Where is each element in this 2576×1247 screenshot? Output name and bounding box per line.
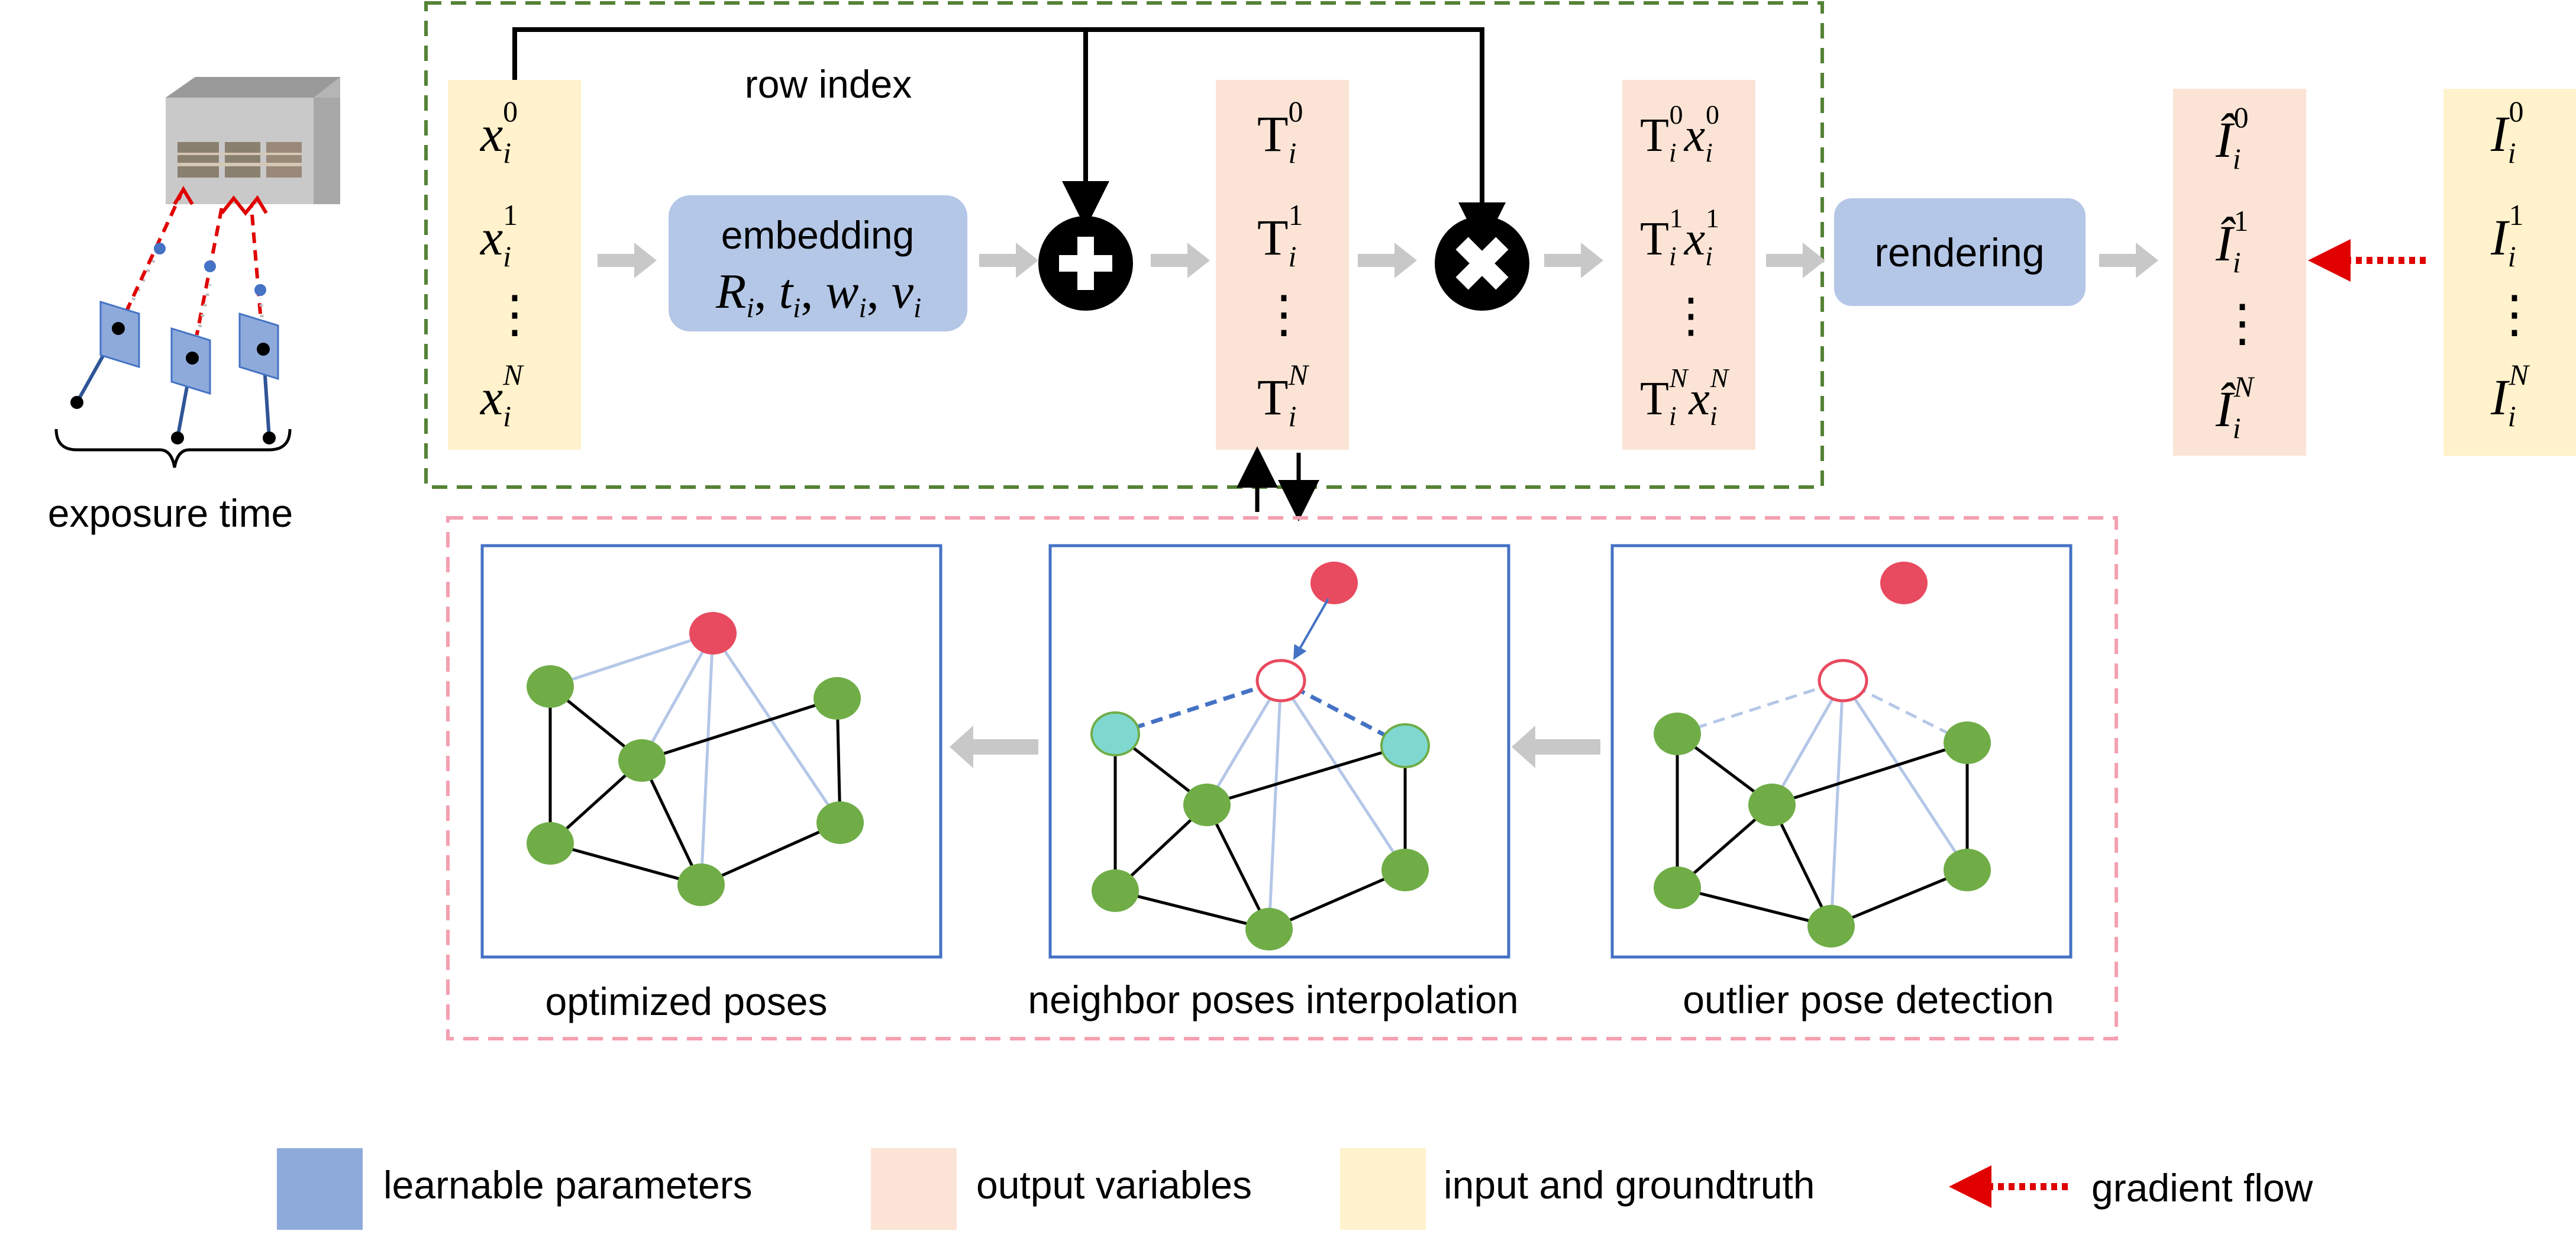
embedding-title: embedding	[721, 213, 915, 257]
pose-exchange-arrows	[1237, 446, 1319, 521]
x0-sub: i	[503, 136, 511, 169]
legend: learnable parameters output variables in…	[277, 1148, 2313, 1230]
legend-swatch-output	[871, 1148, 957, 1230]
Ihat-column-vdots: ⋮	[2217, 295, 2268, 352]
camera-frames	[70, 243, 279, 444]
svg-text:xi0: xi 0	[479, 95, 518, 169]
row-index-label: row index	[745, 62, 912, 106]
embedding-params: Ri, ti, wi, vi	[715, 264, 921, 324]
legend-label-gradient: gradient flow	[2091, 1166, 2313, 1210]
xN-sub: i	[503, 399, 511, 433]
outlier-detection-label: outlier pose detection	[1683, 978, 2054, 1022]
exposure-brace	[54, 428, 292, 468]
arrow-multiply-to-Tx	[1544, 243, 1603, 278]
svg-text:xiN: xiN	[479, 358, 524, 433]
T-column-vdots: ⋮	[1258, 286, 1309, 343]
x-column	[448, 80, 581, 450]
arrow-outlier-to-interp	[1512, 726, 1600, 768]
svg-text:TiN: TiN	[1257, 358, 1309, 433]
arrow-interp-to-optimized	[950, 726, 1038, 768]
Tx-column	[1622, 80, 1755, 450]
param-v: v	[892, 264, 914, 319]
x1-sup: 1	[503, 198, 518, 231]
x-column-vdots: ⋮	[489, 286, 540, 343]
svg-text:Ti0: Ti0	[1257, 95, 1303, 169]
svg-text:IiN: IiN	[2490, 358, 2530, 433]
legend-label-input: input and groundtruth	[1444, 1163, 1815, 1207]
legend-label-output: output variables	[976, 1163, 1252, 1207]
scene-illustration: exposure time	[48, 77, 340, 535]
interpolation-pose-graph	[1090, 562, 1430, 950]
building-icon	[166, 77, 340, 204]
svg-text:Ti1xi1: Ti1xi1	[1640, 203, 1719, 271]
x0-sup: 0	[503, 95, 518, 128]
outlier-pose-graph	[1654, 562, 1991, 948]
T-column-symbols: Ti0 Ti1 ⋮ TiN	[1257, 95, 1309, 433]
x0-base: x	[479, 105, 503, 162]
xN-sup: N	[502, 358, 524, 391]
row-index-connectors	[512, 27, 1506, 250]
x1-base: x	[479, 209, 503, 266]
Ihat-column	[2173, 89, 2306, 456]
Tx-column-symbols: Ti0xi0 Ti1xi1 ⋮ TiNxiN	[1640, 99, 1730, 431]
svg-text:Ti1: Ti1	[1257, 198, 1303, 273]
svg-text:Ti0xi0: Ti0xi0	[1640, 99, 1719, 167]
param-w: w	[825, 264, 858, 319]
I-column-vdots: ⋮	[2489, 286, 2540, 343]
svg-text:TiNxiN: TiNxiN	[1640, 363, 1730, 431]
arrow-embedding-to-add	[979, 243, 1038, 278]
render-pipeline-box	[424, 1, 1824, 489]
legend-label-learnable: learnable parameters	[383, 1163, 753, 1207]
svg-text:xi1: xi 1	[479, 198, 518, 273]
svg-text:Ii1: Ii1	[2490, 198, 2524, 273]
optimized-pose-graph	[527, 612, 864, 906]
x-column-symbols: xi0 xi1 ⋮ xiN	[479, 95, 540, 433]
param-R: R	[715, 264, 746, 319]
T-column	[1216, 80, 1349, 450]
I-column-symbols: Ii0 Ii1 ⋮ IiN	[2489, 95, 2540, 433]
exposure-time-label: exposure time	[48, 491, 293, 535]
I-column	[2443, 89, 2576, 456]
param-t: t	[779, 264, 795, 319]
embedding-box	[669, 195, 967, 331]
rendering-box	[1834, 198, 2086, 306]
x1-sub: i	[503, 240, 511, 273]
pose-refinement-box	[446, 516, 2118, 1040]
svg-text:Ii0: Ii0	[2490, 95, 2524, 169]
multiply-operator-icon	[1435, 216, 1529, 311]
xN-base: x	[479, 369, 503, 426]
Tx-column-vdots: ⋮	[1667, 290, 1715, 342]
arrow-Tx-to-rendering	[1766, 243, 1825, 278]
legend-swatch-learnable	[277, 1148, 363, 1230]
Ihat-column-symbols: Îi0 Îi1 ⋮ ÎiN	[2215, 101, 2268, 444]
optimized-poses-label: optimized poses	[545, 979, 828, 1023]
arrow-add-to-T	[1151, 243, 1210, 278]
rendering-label: rendering	[1874, 230, 2044, 275]
arrow-rendering-to-output	[2099, 243, 2158, 278]
arrow-x-to-embedding	[598, 243, 657, 278]
arrow-T-to-multiply	[1358, 243, 1417, 278]
legend-swatch-input	[1340, 1148, 1426, 1230]
neighbor-interpolation-label: neighbor poses interpolation	[1028, 978, 1518, 1022]
add-operator-icon	[1038, 216, 1133, 311]
